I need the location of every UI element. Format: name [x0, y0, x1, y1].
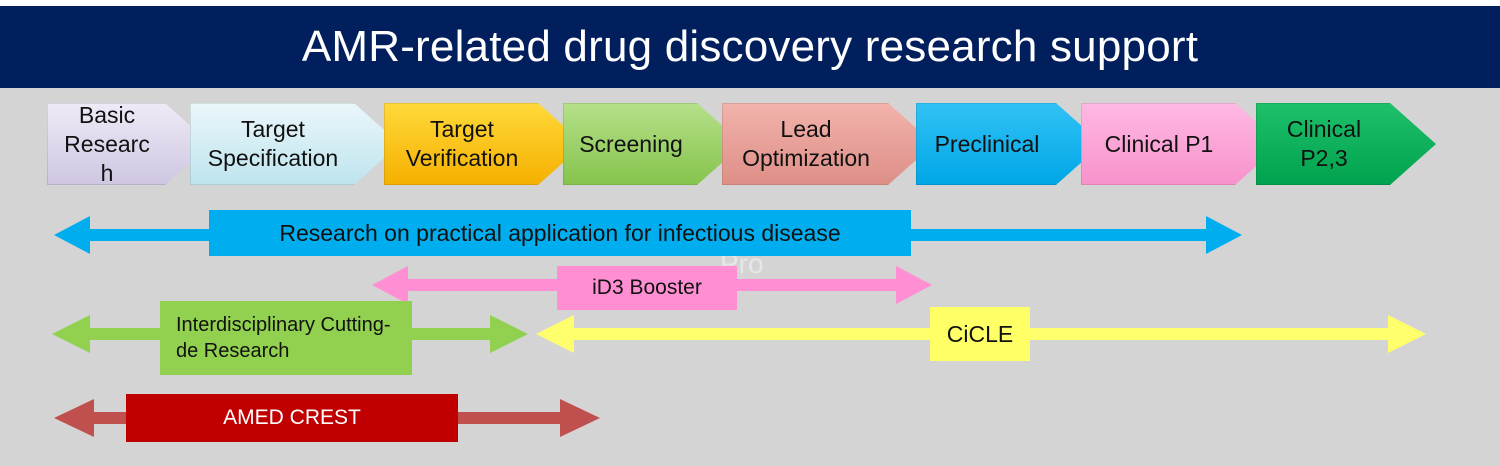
label-amed-crest: AMED CREST	[126, 394, 458, 442]
label-interdisciplinary: Interdisciplinary Cutting-de Research	[160, 301, 412, 375]
label-research-infectious-disease: Research on practical application for in…	[209, 210, 911, 256]
page-title: AMR-related drug discovery research supp…	[0, 6, 1500, 88]
stage-preclinical: Preclinical	[916, 103, 1102, 185]
label-id3-booster: iD3 Booster	[557, 266, 737, 310]
stage-clinical-p1: Clinical P1	[1081, 103, 1281, 185]
label-cicle: CiCLE	[930, 307, 1030, 361]
